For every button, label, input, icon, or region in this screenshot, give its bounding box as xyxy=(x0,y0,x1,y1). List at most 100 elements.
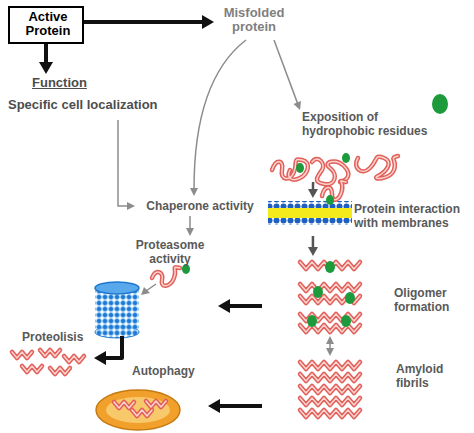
peptide-fragment xyxy=(64,356,84,362)
hydrophobic-residue xyxy=(345,292,355,304)
hydrophobic-residue xyxy=(342,153,350,163)
arrowhead xyxy=(39,62,53,74)
function-label: FunctionSpecific cell localization xyxy=(8,74,198,120)
peptide-fragment xyxy=(12,352,32,358)
fibril xyxy=(300,374,360,381)
tagged-protein xyxy=(152,267,180,285)
process-label: Exposition of hydrophobic residues xyxy=(268,110,444,182)
arrowhead xyxy=(218,299,230,313)
flow-arrow xyxy=(274,40,301,110)
arrowhead xyxy=(326,336,334,344)
membrane-core xyxy=(268,208,352,218)
fibril xyxy=(300,410,360,417)
process-label: Proteasome activity xyxy=(92,236,218,336)
arrowhead xyxy=(293,101,300,110)
fibril xyxy=(300,362,360,369)
hydrophobic-residue xyxy=(313,286,323,298)
outcome-label: Proteolisis xyxy=(8,328,94,380)
flow-arrow xyxy=(218,299,262,313)
arrow-line xyxy=(104,336,122,358)
node-text: Proteasome activity xyxy=(122,238,218,266)
node-text: Specific cell localization xyxy=(8,98,198,112)
flow-arrow xyxy=(118,120,135,210)
arrow-line xyxy=(84,20,204,24)
fibril xyxy=(300,386,360,393)
flow-arrow xyxy=(186,216,194,236)
fibril-fragment xyxy=(146,401,166,407)
proteasome-top xyxy=(95,282,139,294)
tagged-protein xyxy=(152,267,180,285)
node-text: Misfolded protein xyxy=(214,6,294,34)
fibril-fragment xyxy=(132,410,152,416)
fibril xyxy=(300,362,360,369)
peptide-fragment xyxy=(12,352,32,358)
peptide-fragment xyxy=(22,366,42,372)
arrow-line xyxy=(189,216,191,229)
outcome-label: Autophagy xyxy=(96,364,208,430)
misfolded-protein xyxy=(356,156,398,178)
peptide-fragment xyxy=(40,350,60,356)
misfolded-protein xyxy=(356,156,398,178)
membrane-heads xyxy=(268,218,352,225)
arrow-line xyxy=(218,404,262,408)
arrowhead xyxy=(94,351,106,365)
misfolded-protein xyxy=(272,160,308,180)
hydrophobic-residue xyxy=(307,315,317,327)
flow-arrow xyxy=(190,40,246,196)
arrowhead xyxy=(308,247,318,256)
node-text: Autophagy xyxy=(132,364,208,378)
node-text: Amyloid fibrils xyxy=(396,362,462,390)
membrane-protein xyxy=(322,181,346,200)
node-text: Active Protein xyxy=(12,10,84,38)
oligomer xyxy=(300,284,360,291)
arrowhead xyxy=(190,188,198,196)
fibril xyxy=(300,398,360,405)
arrow-line xyxy=(274,40,298,104)
process-label: Oligomer formation xyxy=(262,256,462,336)
flow-arrow xyxy=(208,399,262,413)
arrowhead xyxy=(202,15,214,29)
fibril-fragment xyxy=(114,402,134,408)
arrowhead xyxy=(186,228,194,236)
membrane-protein xyxy=(322,181,346,200)
flow-arrow xyxy=(39,44,53,74)
peptide-fragment xyxy=(50,368,70,374)
arrowhead xyxy=(208,399,220,413)
peptide-fragment xyxy=(64,356,84,362)
arrowhead xyxy=(326,348,334,356)
node-text: Function xyxy=(32,76,112,90)
hydrophobic-residue xyxy=(325,261,335,273)
oligomer xyxy=(300,325,360,332)
fibril-fragment xyxy=(114,402,134,408)
node-text: Oligomer formation xyxy=(394,286,462,314)
arrow-line xyxy=(312,236,315,248)
hydrophobic-residue xyxy=(296,163,304,173)
node-text: Protein interaction with membranes xyxy=(354,202,474,230)
leader-arrowhead xyxy=(141,287,150,295)
arrow-line xyxy=(44,44,48,64)
hydrophobic-residue xyxy=(326,195,334,205)
arrowhead xyxy=(308,189,318,198)
fibril xyxy=(300,398,360,405)
misfolded-protein xyxy=(272,160,308,180)
fibril xyxy=(300,374,360,381)
node-text: Chaperone activity xyxy=(135,199,265,213)
peptide-fragment xyxy=(40,350,60,356)
node-text: Exposition of hydrophobic residues xyxy=(302,110,442,138)
node-text: Proteolisis xyxy=(22,330,94,344)
state-box: Active Protein xyxy=(8,6,84,44)
flow-arrow xyxy=(308,236,318,256)
fibril-fragment xyxy=(132,410,152,416)
arrow-line xyxy=(118,120,128,206)
peptide-fragment xyxy=(22,366,42,372)
oligomer xyxy=(300,325,360,332)
hydrophobic-residue xyxy=(432,94,448,114)
arrow-line xyxy=(228,304,262,308)
leader-arrow xyxy=(146,284,156,291)
process-label: Amyloid fibrils xyxy=(262,356,462,422)
state-label: Misfolded protein xyxy=(214,4,294,40)
membrane-heads xyxy=(268,201,352,208)
arrow-line xyxy=(194,40,246,189)
